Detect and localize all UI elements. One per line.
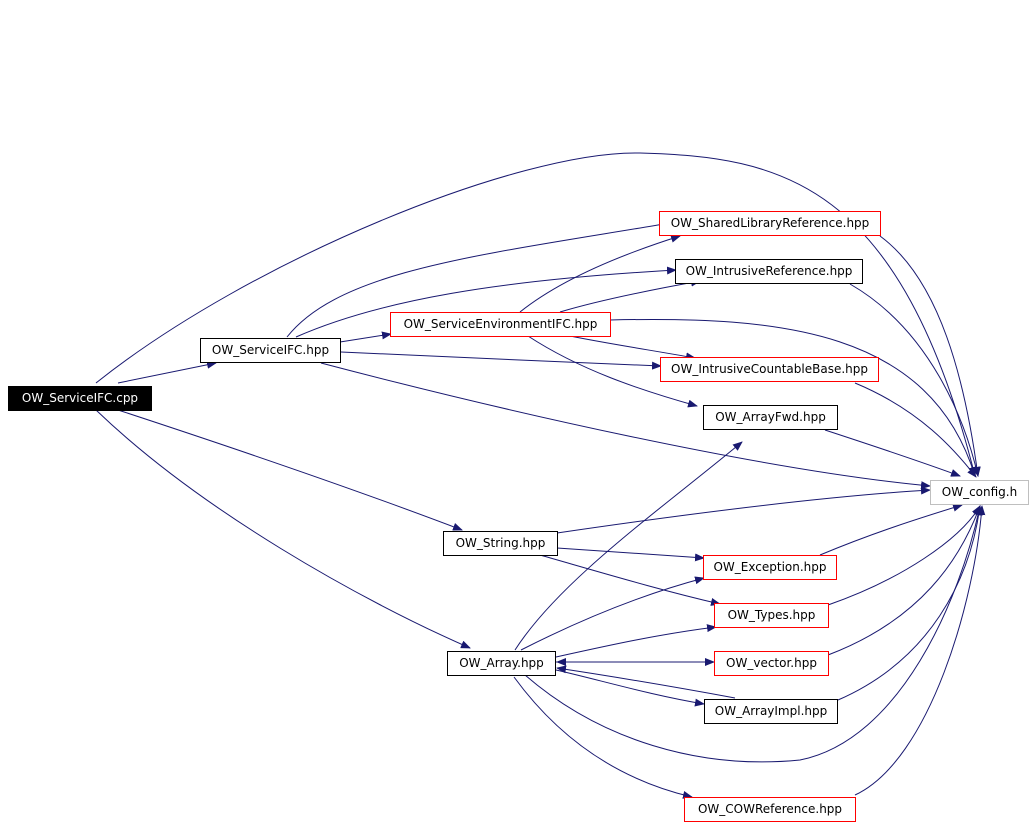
edge-root-to-array (95, 409, 471, 649)
edge-types-to-config (827, 505, 981, 606)
edge-intrusiveref-to-config (849, 283, 980, 477)
node-intrusive-reference-hpp[interactable]: OW_IntrusiveReference.hpp (675, 259, 863, 284)
edge-serviceifc-to-sharedlib (286, 220, 671, 338)
node-service-environment-ifc-hpp[interactable]: OW_ServiceEnvironmentIFC.hpp (390, 312, 611, 337)
edge-array-to-arrayimpl (555, 669, 705, 707)
edge-string-to-types (539, 554, 721, 606)
node-config-h[interactable]: OW_config.h (930, 480, 1029, 505)
node-string-hpp[interactable]: OW_String.hpp (443, 531, 558, 556)
edge-array-to-config (524, 505, 983, 763)
node-intrusive-countable-base-hpp[interactable]: OW_IntrusiveCountableBase.hpp (660, 357, 879, 382)
edge-array-to-cowref (513, 676, 693, 799)
edge-array-to-types (555, 624, 717, 658)
node-exception-hpp[interactable]: OW_Exception.hpp (703, 555, 837, 580)
edge-serviceifc-to-intrusiveref (295, 266, 677, 338)
edge-array-to-arrayfwd (514, 441, 743, 651)
edge-arrayfwd-to-config (824, 429, 961, 477)
edge-env-to-arrayfwd (527, 335, 698, 408)
edge-serviceifc-to-env (339, 331, 392, 343)
node-vector-hpp[interactable]: OW_vector.hpp (714, 651, 829, 676)
edge-root-to-serviceifc-hpp (117, 360, 217, 384)
edge-arrayimpl-to-array (556, 665, 736, 699)
edge-string-to-exception (556, 547, 705, 562)
edge-sharedlib-to-config (879, 235, 981, 477)
edge-root-to-config (95, 152, 977, 477)
node-array-hpp[interactable]: OW_Array.hpp (447, 651, 556, 676)
edge-env-to-intrusiveref (559, 278, 701, 313)
node-array-impl-hpp[interactable]: OW_ArrayImpl.hpp (704, 699, 838, 724)
node-service-ifc-cpp: OW_ServiceIFC.cpp (8, 386, 152, 411)
node-array-fwd-hpp[interactable]: OW_ArrayFwd.hpp (703, 405, 838, 430)
edge-serviceifc-to-config (320, 362, 931, 490)
edge-env-to-countable (569, 335, 696, 361)
edge-env-to-sharedlib (519, 234, 681, 313)
edge-root-to-string (117, 409, 463, 531)
edge-countable-to-config (854, 382, 977, 478)
edge-env-to-config (609, 318, 977, 477)
edge-cowref-to-config (854, 505, 986, 796)
edge-arrayimpl-to-config (837, 505, 983, 701)
node-shared-library-reference-hpp[interactable]: OW_SharedLibraryReference.hpp (659, 211, 881, 236)
edge-array-to-exception (520, 576, 705, 651)
node-service-ifc-hpp[interactable]: OW_ServiceIFC.hpp (200, 338, 341, 363)
edge-serviceifc-to-countable (340, 351, 662, 370)
node-cow-reference-hpp[interactable]: OW_COWReference.hpp (684, 797, 856, 822)
edge-vector-to-config (827, 505, 981, 656)
node-types-hpp[interactable]: OW_Types.hpp (714, 603, 829, 628)
edge-string-to-config (556, 486, 931, 534)
edge-exception-to-config (819, 503, 963, 556)
